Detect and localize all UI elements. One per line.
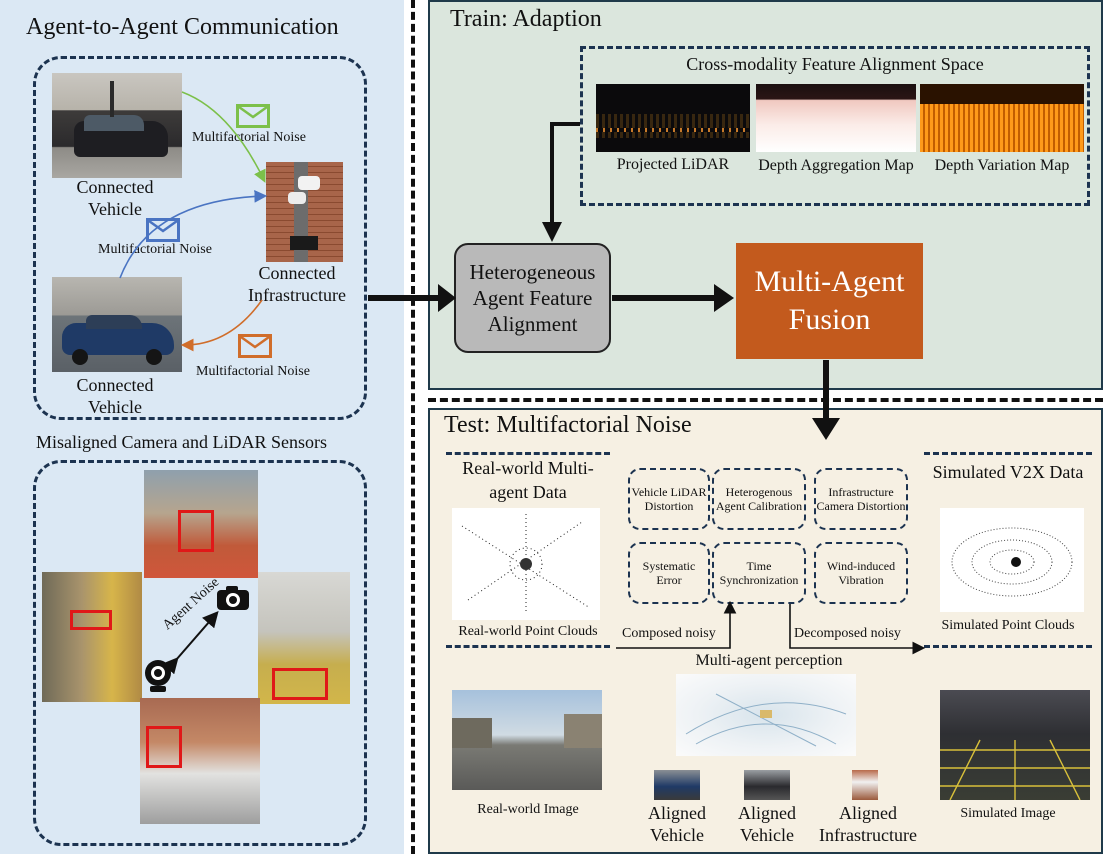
perception-title: Multi-agent perception [695, 652, 843, 669]
real-world-box [446, 452, 610, 648]
communication-box [33, 56, 367, 420]
simulated-point-cloud [940, 508, 1084, 612]
alignment-space-title: Cross-modality Feature Alignment Space [686, 54, 984, 74]
vertical-divider [411, 0, 415, 854]
misaligned-box [33, 460, 367, 846]
multi-agent-fusion-node: Multi-Agent Fusion [736, 243, 923, 359]
simulated-image-label: Simulated Image [960, 806, 1056, 821]
aligned-vehicle-label-1: Aligned Vehicle [648, 803, 706, 845]
decomposed-noisy-label: Decomposed noisy [794, 626, 901, 641]
heterogeneous-alignment-node: Heterogeneous Agent Feature Alignment [454, 243, 611, 353]
noise-box-vibration: Wind-induced Vibration [814, 542, 908, 604]
aligned-infrastructure-label: Aligned Infrastructure [819, 803, 917, 845]
depth-aggregation-image [756, 84, 916, 152]
composed-noisy-label: Composed noisy [622, 626, 716, 641]
message-envelope-icon-3 [238, 334, 272, 358]
connected-infrastructure-image [266, 162, 343, 262]
aligned-vehicle-label-2: Aligned Vehicle [738, 803, 796, 845]
noise-label-3: Multifactorial Noise [196, 364, 310, 379]
noise-label-1: Multifactorial Noise [192, 130, 306, 145]
camera-view-bottom [140, 698, 260, 824]
camera-view-top [144, 470, 258, 578]
connected-vehicle-image [52, 73, 182, 178]
simulated-pc-label: Simulated Point Clouds [941, 618, 1075, 633]
camera-view-right [258, 572, 350, 704]
camera-view-left [42, 572, 142, 702]
simulated-title: Simulated V2X Data [932, 462, 1084, 482]
simulated-image [940, 690, 1090, 800]
communication-title: Agent-to-Agent Communication [26, 14, 339, 40]
real-world-point-cloud [452, 508, 600, 620]
depth-variation-image [920, 84, 1084, 152]
depth-variation-label: Depth Variation Map [934, 157, 1070, 174]
alignment-space-box [580, 46, 1090, 206]
real-world-pc-label: Real-world Point Clouds [458, 624, 598, 639]
aligned-vehicle-thumb-2 [744, 770, 790, 800]
noise-label-2: Multifactorial Noise [98, 242, 212, 257]
horizontal-divider [428, 398, 1103, 402]
infrastructure-label: Connected Infrastructure [248, 263, 346, 305]
noise-box-time-sync: Time Synchronization [712, 542, 806, 604]
noise-box-calibration: Heterogenous Agent Calibration [712, 468, 806, 530]
noise-box-camera-distortion: Infrastructure Camera Distortion [814, 468, 908, 530]
camera-icon [216, 585, 250, 611]
misaligned-title: Misaligned Camera and LiDAR Sensors [36, 432, 327, 452]
test-title: Test: Multifactorial Noise [444, 412, 692, 438]
real-world-title: Real-world Multi-agent Data [462, 458, 594, 502]
message-envelope-icon-2 [146, 218, 180, 242]
connected-vehicle-image-2 [52, 277, 182, 372]
noise-box-vehicle-lidar: Vehicle LiDAR Distortion [628, 468, 710, 530]
multi-agent-perception-image [676, 674, 856, 756]
aligned-infrastructure-thumb [852, 770, 878, 800]
message-envelope-icon [236, 104, 270, 128]
projected-lidar-image [596, 84, 750, 152]
noise-box-systematic: Systematic Error [628, 542, 710, 604]
vehicle-label-1: Connected Vehicle [76, 177, 154, 219]
projected-lidar-label: Projected LiDAR [616, 156, 730, 173]
simulated-box [924, 452, 1092, 648]
vehicle-label-2: Connected Vehicle [76, 375, 154, 417]
aligned-vehicle-thumb-1 [654, 770, 700, 800]
depth-aggregation-label: Depth Aggregation Map [758, 157, 914, 174]
real-world-image [452, 690, 602, 790]
real-world-image-label: Real-world Image [477, 802, 579, 817]
train-title: Train: Adaption [450, 6, 602, 32]
